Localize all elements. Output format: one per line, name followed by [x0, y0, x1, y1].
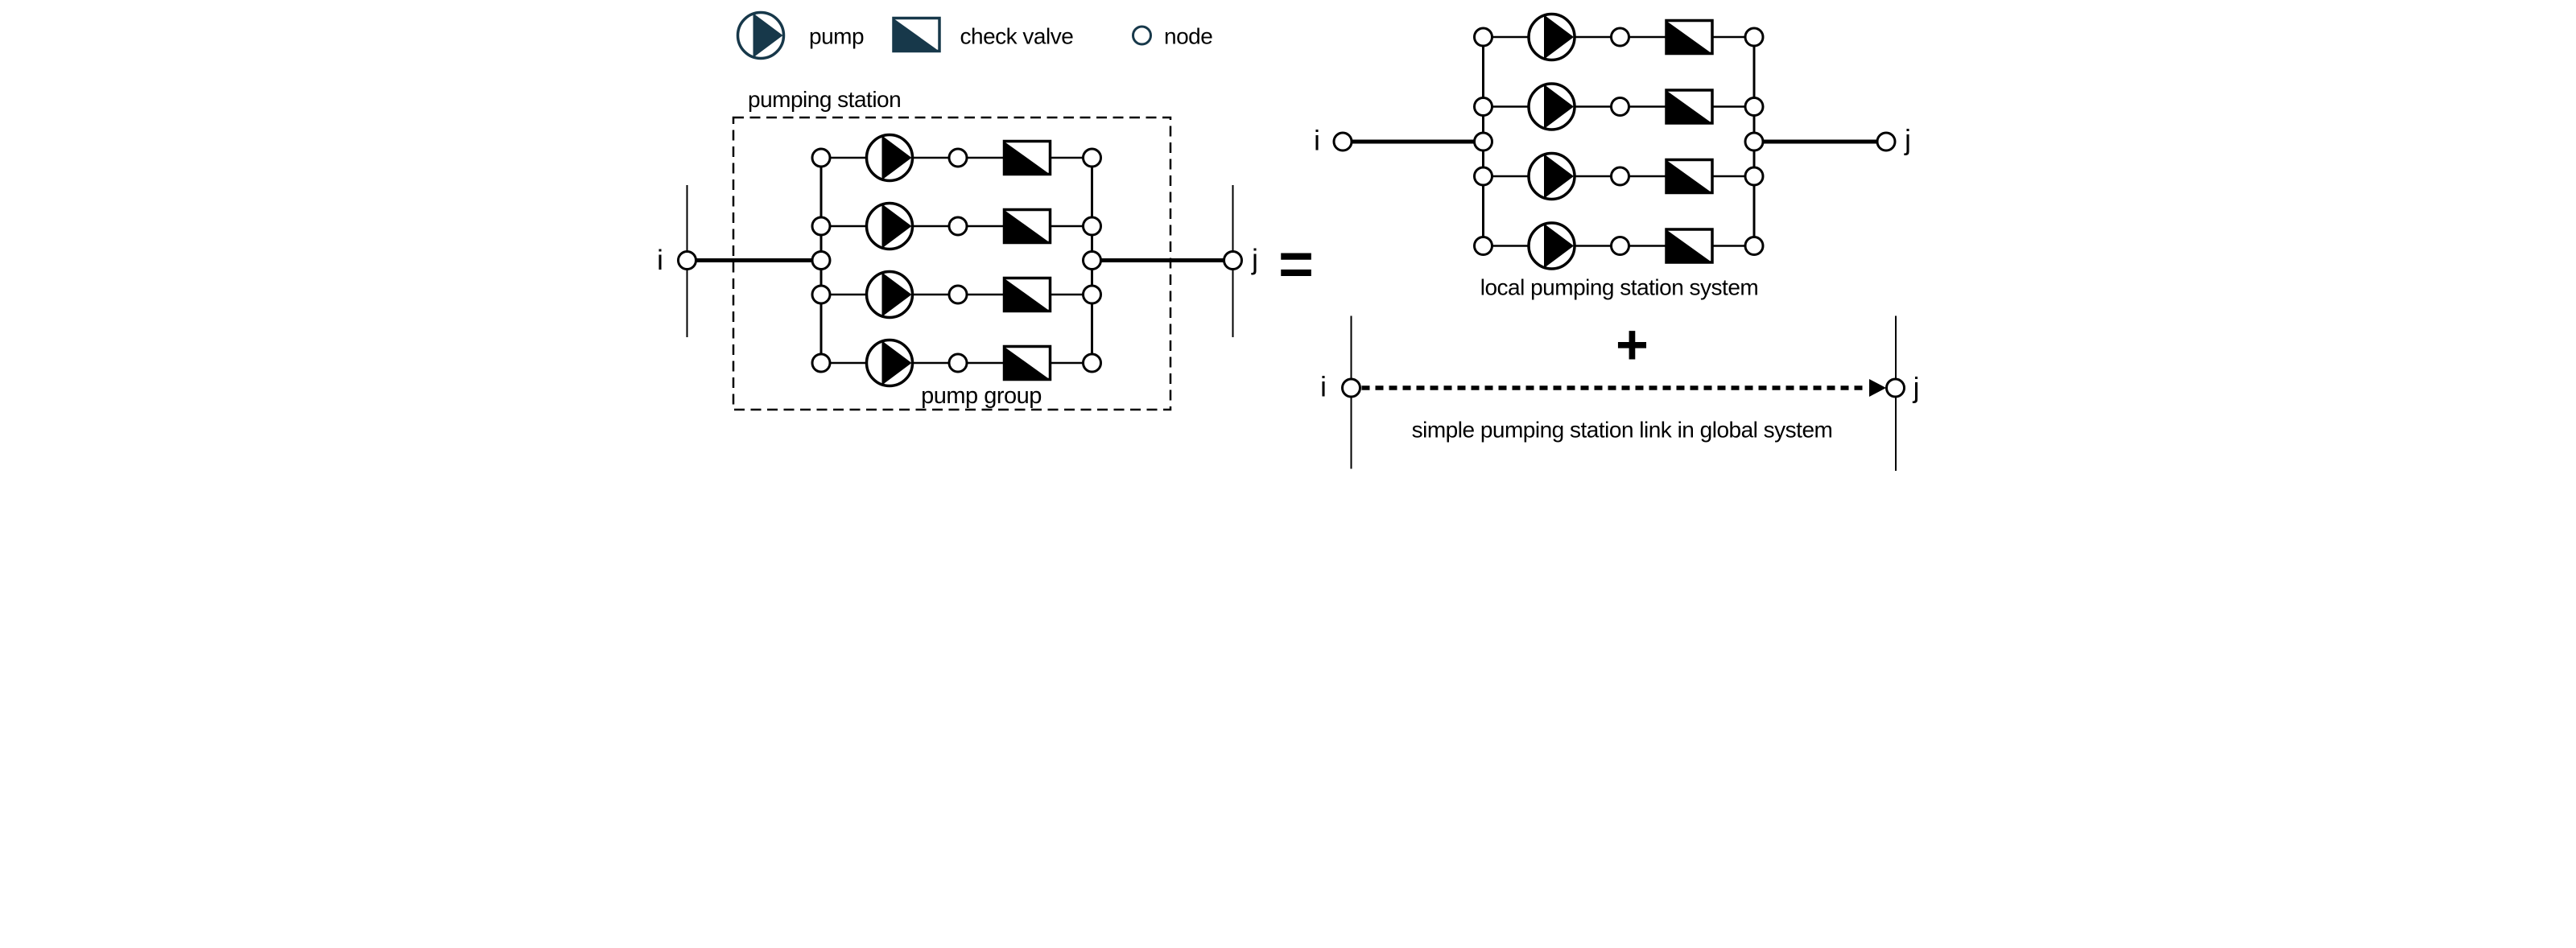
inlet-node-label: i: [657, 245, 663, 276]
legend-item-pump: pump: [736, 10, 865, 60]
global-link-diagram: i j simple pumping station link in globa…: [1320, 315, 1920, 471]
pump-branch: [1473, 221, 1765, 270]
legend-node-label: node: [1164, 24, 1212, 49]
node-icon: [1744, 236, 1765, 256]
pump-branch: [1473, 151, 1765, 201]
check-valve-icon: [1665, 158, 1714, 195]
node-icon: [1744, 27, 1765, 47]
node-icon: [1610, 97, 1630, 117]
legend: pump check valve node: [736, 10, 1213, 60]
node-icon: [1082, 250, 1102, 270]
node-icon: [1885, 377, 1905, 398]
pumping-station-diagram: pumping station i: [657, 87, 1258, 411]
inlet-node-label: i: [1320, 372, 1327, 403]
check-valve-icon: [1665, 89, 1714, 125]
arrowhead-icon: [1869, 379, 1886, 397]
check-valve-icon: [1665, 19, 1714, 56]
pump-icon: [1527, 151, 1576, 201]
outlet-node-label: j: [1904, 125, 1911, 156]
node-icon: [947, 352, 968, 373]
node-icon: [1744, 166, 1765, 187]
pump-icon: [1527, 221, 1576, 270]
node-icon: [811, 250, 832, 270]
check-valve-icon: [1002, 208, 1052, 245]
global-link-caption: simple pumping station link in global sy…: [1412, 418, 1833, 443]
pump-icon: [865, 338, 914, 388]
legend-pump-label: pump: [809, 24, 864, 49]
check-valve-icon: [1002, 139, 1052, 176]
node-icon: [811, 352, 832, 373]
node-icon: [1876, 131, 1897, 152]
figure-canvas: pump check valve node pumping station i: [644, 0, 1932, 474]
pump-icon: [865, 270, 914, 319]
node-icon: [1473, 131, 1493, 152]
node-icon: [677, 250, 697, 270]
check-valve-icon: [1002, 276, 1052, 313]
legend-item-node: node: [1132, 24, 1213, 49]
node-icon: [1610, 236, 1630, 256]
node-icon: [1473, 236, 1493, 256]
node-icon: [1082, 216, 1102, 237]
node-icon: [1332, 131, 1353, 152]
node-icon: [947, 284, 968, 305]
node-icon: [811, 284, 832, 305]
node-icon: [1082, 147, 1102, 168]
pump-branch: [811, 201, 1102, 251]
node-icon: [1473, 27, 1493, 47]
node-icon: [1341, 377, 1361, 398]
outlet-node-label: j: [1913, 373, 1920, 404]
node-icon: [1132, 25, 1152, 46]
node-icon: [1223, 250, 1243, 270]
local-system-diagram: i: [1314, 12, 1911, 300]
legend-check-valve-label: check valve: [960, 24, 1074, 49]
node-icon: [1610, 27, 1630, 47]
node-icon: [1744, 97, 1765, 117]
node-icon: [947, 147, 968, 168]
inlet-node-label: i: [1314, 126, 1320, 157]
node-icon: [1744, 131, 1765, 152]
pump-icon: [1527, 12, 1576, 62]
pump-branch: [1473, 12, 1765, 62]
outlet-node-label: j: [1251, 244, 1258, 275]
node-icon: [1082, 352, 1102, 373]
check-valve-icon: [1665, 228, 1714, 264]
node-icon: [1473, 97, 1493, 117]
node-icon: [1082, 284, 1102, 305]
pump-branch: [811, 133, 1102, 183]
pump-branch: [811, 270, 1102, 319]
node-icon: [1473, 166, 1493, 187]
pump-branch: [811, 338, 1102, 388]
legend-item-check-valve: check valve: [892, 16, 1074, 53]
equals-sign: =: [1278, 230, 1314, 298]
node-icon: [1610, 166, 1630, 187]
pumping-station-boundary: [732, 116, 1172, 411]
local-system-caption: local pumping station system: [1480, 275, 1759, 300]
plus-sign: +: [1616, 313, 1649, 376]
pump-group-label: pump group: [921, 383, 1042, 409]
pumping-station-title: pumping station: [748, 87, 901, 112]
check-valve-icon: [1002, 344, 1052, 381]
pump-icon: [865, 133, 914, 183]
node-icon: [811, 147, 832, 168]
pump-branch: [1473, 82, 1765, 131]
check-valve-icon: [892, 16, 941, 53]
node-icon: [811, 216, 832, 237]
pump-icon: [1527, 82, 1576, 131]
pump-icon: [865, 201, 914, 251]
node-icon: [947, 216, 968, 237]
pump-icon: [736, 10, 786, 60]
